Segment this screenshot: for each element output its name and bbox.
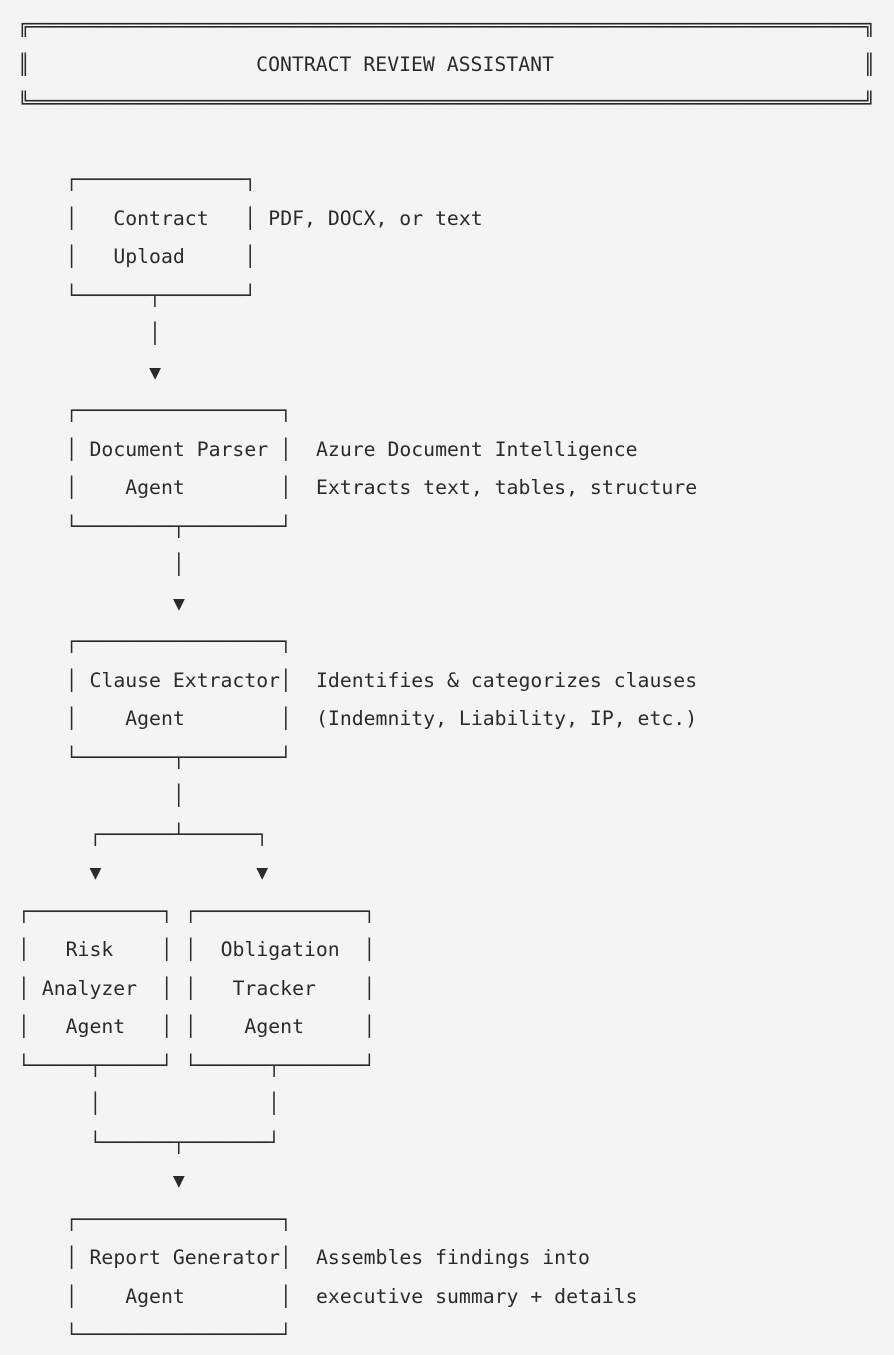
node-obligation-tracker-agent: ┌──────────────┐ │ Obligation │ │ Tracke…: [184, 899, 376, 1077]
merge-connector-icon: │ │ └──────┬───────┘ ▼: [89, 1092, 281, 1192]
annotation-clause-extractor: Identifies & categorizes clauses (Indemn…: [316, 668, 698, 731]
arrow-upload-to-parser-icon: │ ▼: [149, 322, 162, 384]
node-risk-analyzer-agent: ┌───────────┐ │ Risk │ │ Analyzer │ │ Ag…: [18, 899, 173, 1077]
split-connector-icon: │ ┌──────┴──────┐ ▼ ▼: [89, 784, 269, 884]
annotation-document-parser: Azure Document Intelligence Extracts tex…: [316, 437, 698, 500]
annotation-report-generator: Assembles findings into executive summar…: [316, 1246, 638, 1308]
node-report-generator-agent: ┌─────────────────┐ │ Report Generator│ …: [65, 1207, 292, 1347]
arrow-parser-to-clause-icon: │ ▼: [173, 553, 185, 615]
annotation-contract-upload: PDF, DOCX, or text: [268, 206, 483, 230]
node-contract-upload: ┌──────────────┐ │ Contract │ │ Upload │…: [65, 168, 257, 307]
title-banner: ╔═══════════════════════════════════════…: [18, 14, 876, 114]
node-clause-extractor-agent: ┌─────────────────┐ │ Clause Extractor│ …: [65, 630, 292, 769]
node-document-parser-agent: ┌─────────────────┐ │ Document Parser │ …: [65, 399, 292, 538]
